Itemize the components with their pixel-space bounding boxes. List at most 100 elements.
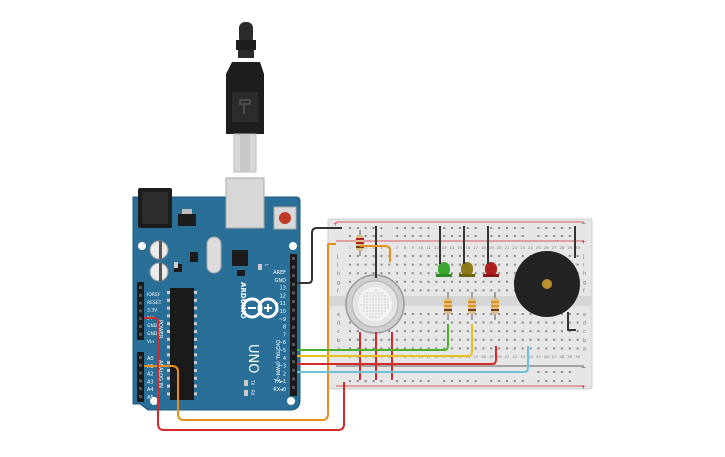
rail-hole[interactable] <box>380 380 383 382</box>
terminal-hole[interactable] <box>388 272 391 275</box>
terminal-hole[interactable] <box>451 338 454 341</box>
terminal-hole[interactable] <box>576 263 579 266</box>
terminal-hole[interactable] <box>498 272 501 275</box>
terminal-hole[interactable] <box>364 272 367 275</box>
rail-hole[interactable] <box>553 235 556 237</box>
rail-hole[interactable] <box>443 380 446 382</box>
terminal-hole[interactable] <box>498 255 501 257</box>
terminal-hole[interactable] <box>506 272 508 275</box>
digital-header-pin[interactable] <box>292 274 295 278</box>
terminal-hole[interactable] <box>521 321 524 324</box>
terminal-hole[interactable] <box>474 330 477 333</box>
digital-header-pin[interactable] <box>292 291 295 295</box>
rail-hole[interactable] <box>396 380 399 382</box>
terminal-hole[interactable] <box>427 289 430 292</box>
terminal-hole[interactable] <box>474 313 477 315</box>
terminal-hole[interactable] <box>498 289 501 292</box>
terminal-hole[interactable] <box>474 338 477 341</box>
terminal-hole[interactable] <box>466 255 469 257</box>
rail-hole[interactable] <box>396 227 399 229</box>
terminal-hole[interactable] <box>427 263 430 266</box>
digital-header-pin[interactable] <box>292 257 295 260</box>
rail-hole[interactable] <box>396 235 399 237</box>
rail-hole[interactable] <box>474 227 477 229</box>
rail-hole[interactable] <box>419 380 422 382</box>
digital-header-pin[interactable] <box>292 334 295 338</box>
rail-hole[interactable] <box>513 380 516 382</box>
terminal-hole[interactable] <box>560 330 563 333</box>
rail-hole[interactable] <box>466 380 469 382</box>
digital-header-pin[interactable] <box>292 300 295 303</box>
terminal-hole[interactable] <box>419 255 422 257</box>
rail-hole[interactable] <box>545 235 548 237</box>
terminal-hole[interactable] <box>560 347 563 350</box>
power-header-pin[interactable] <box>139 301 142 305</box>
terminal-hole[interactable] <box>364 347 367 350</box>
terminal-hole[interactable] <box>537 338 540 341</box>
rail-hole[interactable] <box>506 235 508 237</box>
terminal-hole[interactable] <box>443 313 446 315</box>
rail-hole[interactable] <box>506 380 508 382</box>
terminal-hole[interactable] <box>537 330 540 333</box>
terminal-hole[interactable] <box>506 330 508 333</box>
terminal-hole[interactable] <box>349 347 351 350</box>
terminal-hole[interactable] <box>513 330 516 333</box>
terminal-hole[interactable] <box>451 313 454 315</box>
terminal-hole[interactable] <box>545 330 548 333</box>
terminal-hole[interactable] <box>513 347 516 350</box>
terminal-hole[interactable] <box>482 347 485 350</box>
terminal-hole[interactable] <box>403 255 406 257</box>
terminal-hole[interactable] <box>513 272 516 275</box>
rail-hole[interactable] <box>553 227 556 229</box>
power-header-pin[interactable] <box>139 325 142 328</box>
terminal-hole[interactable] <box>506 263 508 266</box>
terminal-hole[interactable] <box>396 280 399 283</box>
terminal-hole[interactable] <box>498 263 501 266</box>
terminal-hole[interactable] <box>403 272 406 275</box>
rail-hole[interactable] <box>474 235 477 237</box>
terminal-hole[interactable] <box>458 280 461 283</box>
terminal-hole[interactable] <box>435 347 438 350</box>
terminal-hole[interactable] <box>356 272 359 275</box>
terminal-hole[interactable] <box>451 255 454 257</box>
terminal-hole[interactable] <box>560 313 563 315</box>
terminal-hole[interactable] <box>458 330 461 333</box>
terminal-hole[interactable] <box>506 280 508 283</box>
terminal-hole[interactable] <box>466 321 469 324</box>
terminal-hole[interactable] <box>490 347 493 350</box>
digital-header-pin[interactable] <box>292 308 295 312</box>
digital-header-pin[interactable] <box>292 317 295 321</box>
terminal-hole[interactable] <box>451 280 454 283</box>
terminal-hole[interactable] <box>553 321 556 324</box>
terminal-hole[interactable] <box>498 338 501 341</box>
terminal-hole[interactable] <box>388 338 391 341</box>
rail-hole[interactable] <box>498 380 501 382</box>
terminal-hole[interactable] <box>349 272 351 275</box>
terminal-hole[interactable] <box>419 338 422 341</box>
terminal-hole[interactable] <box>403 347 406 350</box>
terminal-hole[interactable] <box>529 313 532 315</box>
terminal-hole[interactable] <box>435 272 438 275</box>
rail-hole[interactable] <box>474 380 477 382</box>
terminal-hole[interactable] <box>568 255 571 257</box>
rail-hole[interactable] <box>427 227 430 229</box>
terminal-hole[interactable] <box>529 321 532 324</box>
rail-hole[interactable] <box>458 380 461 382</box>
terminal-hole[interactable] <box>356 338 359 341</box>
terminal-hole[interactable] <box>458 313 461 315</box>
terminal-hole[interactable] <box>560 321 563 324</box>
terminal-hole[interactable] <box>560 338 563 341</box>
terminal-hole[interactable] <box>506 289 508 292</box>
rail-hole[interactable] <box>568 235 571 237</box>
rail-hole[interactable] <box>427 235 430 237</box>
terminal-hole[interactable] <box>490 321 493 324</box>
rail-hole[interactable] <box>364 227 367 229</box>
rail-hole[interactable] <box>560 235 563 237</box>
terminal-hole[interactable] <box>498 347 501 350</box>
terminal-hole[interactable] <box>427 272 430 275</box>
terminal-hole[interactable] <box>506 255 508 257</box>
terminal-hole[interactable] <box>427 321 430 324</box>
terminal-hole[interactable] <box>380 347 383 350</box>
analog-header-pin[interactable] <box>139 379 142 383</box>
rail-hole[interactable] <box>349 227 351 229</box>
